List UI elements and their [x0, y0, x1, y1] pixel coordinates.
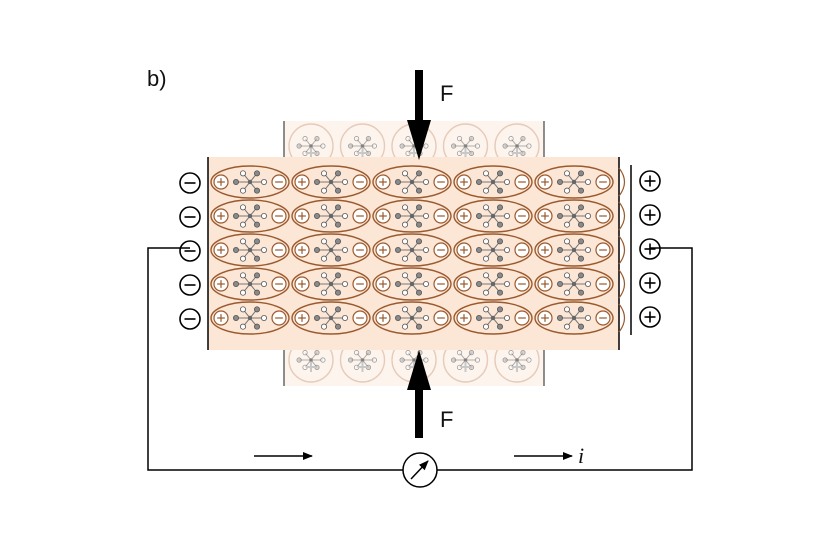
dipole-cell — [291, 233, 371, 267]
plus-circle-icon — [639, 170, 661, 192]
dipole-cell — [453, 301, 533, 335]
dipole-cell — [291, 301, 371, 335]
dipole-edge — [618, 269, 626, 299]
minus-circle-icon — [179, 274, 201, 296]
ghost-cell — [339, 337, 386, 383]
dipole-cell — [453, 233, 533, 267]
force-bottom-label: F — [440, 407, 453, 432]
dipole-cell — [534, 267, 614, 301]
ghost-cell — [494, 337, 540, 383]
dipole-cell — [453, 267, 533, 301]
dipole-cell — [291, 165, 371, 199]
minus-circle-icon — [179, 240, 201, 262]
crystal-body — [208, 157, 619, 350]
dipole-cell — [372, 165, 452, 199]
dipole-cell — [534, 165, 614, 199]
minus-circle-icon — [179, 206, 201, 228]
minus-circle-icon — [179, 172, 201, 194]
negative-charges — [179, 172, 201, 330]
plus-circle-icon — [639, 306, 661, 328]
circuit-wire — [147, 247, 693, 471]
force-arrow-bottom — [407, 350, 431, 438]
plus-circle-icon — [639, 272, 661, 294]
positive-charges — [639, 170, 661, 328]
dipole-edge — [618, 201, 626, 231]
force-top-label: F — [440, 81, 453, 106]
dipole-cell — [210, 301, 290, 335]
panel-label: b) — [147, 66, 167, 91]
plus-circle-icon — [639, 238, 661, 260]
dipole-cell — [534, 301, 614, 335]
ammeter-icon — [402, 452, 438, 488]
dipole-cell — [372, 267, 452, 301]
dipole-cell — [210, 233, 290, 267]
ghost-cell — [339, 123, 386, 169]
dipole-cell — [534, 233, 614, 267]
ghost-cell — [494, 123, 540, 169]
dipole-cell — [210, 267, 290, 301]
dipole-cell — [453, 165, 533, 199]
ghost-cell — [442, 337, 489, 383]
dipole-cell — [453, 199, 533, 233]
dipole-cell — [372, 233, 452, 267]
plus-circle-icon — [639, 204, 661, 226]
dipole-cell — [534, 199, 614, 233]
dipole-cell — [372, 199, 452, 233]
dipole-edge — [618, 303, 626, 333]
dipole-grid — [210, 165, 626, 335]
current-label: i — [578, 443, 585, 468]
dipole-cell — [291, 199, 371, 233]
force-arrow-top — [407, 70, 431, 160]
dipole-cell — [210, 165, 290, 199]
minus-circle-icon — [179, 308, 201, 330]
dipole-cell — [372, 301, 452, 335]
dipole-edge — [618, 167, 626, 197]
dipole-edge — [618, 235, 626, 265]
dipole-cell — [210, 199, 290, 233]
dipole-cell — [291, 267, 371, 301]
